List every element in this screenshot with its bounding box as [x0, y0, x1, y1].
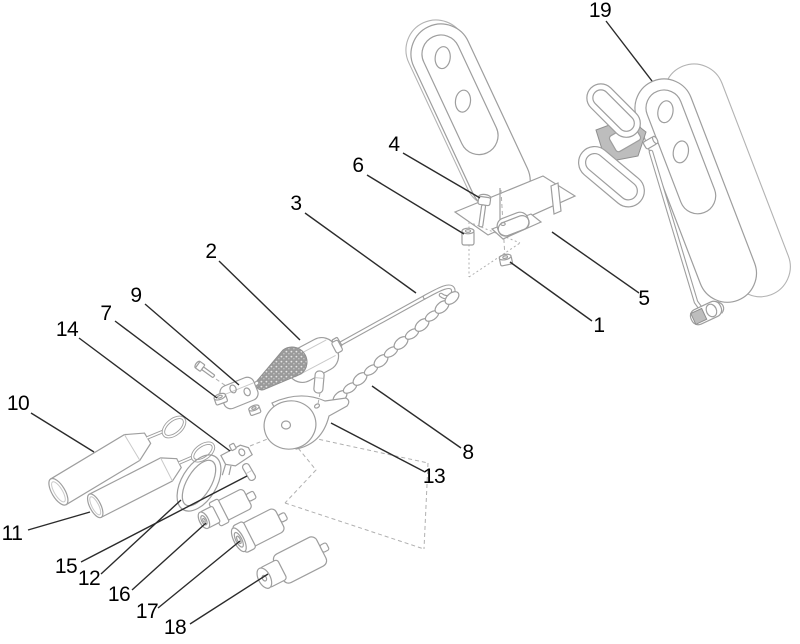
mount-hardware — [461, 188, 543, 278]
leader-lines — [27, 20, 653, 625]
flange-slot-tab — [550, 182, 562, 215]
drum-ferrule — [263, 370, 350, 450]
leader-line-8 — [371, 385, 462, 449]
grip-10 — [48, 415, 187, 506]
pin-hole — [313, 403, 321, 409]
leader-line-16 — [131, 522, 207, 591]
leader-line-17 — [157, 540, 241, 609]
clevis — [220, 442, 253, 476]
rubber-cone — [255, 346, 308, 391]
coupler-17 — [230, 508, 288, 553]
left-bracket-arm — [405, 19, 577, 236]
leader-line-5 — [551, 231, 640, 294]
nut-small — [248, 404, 262, 417]
leader-line-4 — [402, 152, 481, 199]
leader-line-13 — [330, 422, 426, 473]
leader-line-18 — [189, 573, 269, 625]
arm-hole-lower — [672, 140, 690, 164]
latch-lever — [578, 145, 645, 208]
leader-line-19 — [605, 20, 653, 82]
leader-line-3 — [304, 212, 417, 294]
damper-body — [247, 337, 343, 391]
latch-bottom-hook — [689, 300, 725, 326]
leader-line-2 — [218, 260, 301, 341]
block-bolt — [194, 360, 216, 378]
arm-hole-upper — [434, 46, 451, 70]
coupler-16 — [197, 488, 257, 530]
leader-line-6 — [366, 174, 465, 235]
roll-pin-15 — [241, 462, 257, 482]
leader-line-10 — [30, 412, 95, 453]
coupler-18 — [256, 536, 330, 589]
clamp-block-assembly — [194, 360, 262, 417]
flange-nut — [498, 253, 514, 267]
leader-line-12 — [100, 499, 182, 575]
leader-line-11 — [27, 511, 91, 531]
arm-hole-upper — [657, 100, 674, 124]
grip-11 — [86, 441, 216, 519]
arm-flange-plate — [453, 175, 577, 236]
leader-line-1 — [509, 261, 593, 322]
roll-pin-upper — [313, 370, 325, 394]
latch-bail — [586, 83, 641, 138]
leader-line-14 — [78, 337, 231, 452]
leader-line-15 — [80, 475, 248, 563]
chain — [332, 291, 460, 404]
leader-line-7 — [114, 320, 218, 399]
spacer-bushing — [461, 227, 475, 246]
nut-7 — [213, 392, 229, 406]
arm-hole-lower — [454, 89, 472, 113]
carriage-bolt — [477, 193, 492, 228]
clamp-plate — [490, 211, 543, 240]
right-bracket-arm-assembly — [578, 63, 791, 326]
leader-line-9 — [144, 303, 240, 386]
